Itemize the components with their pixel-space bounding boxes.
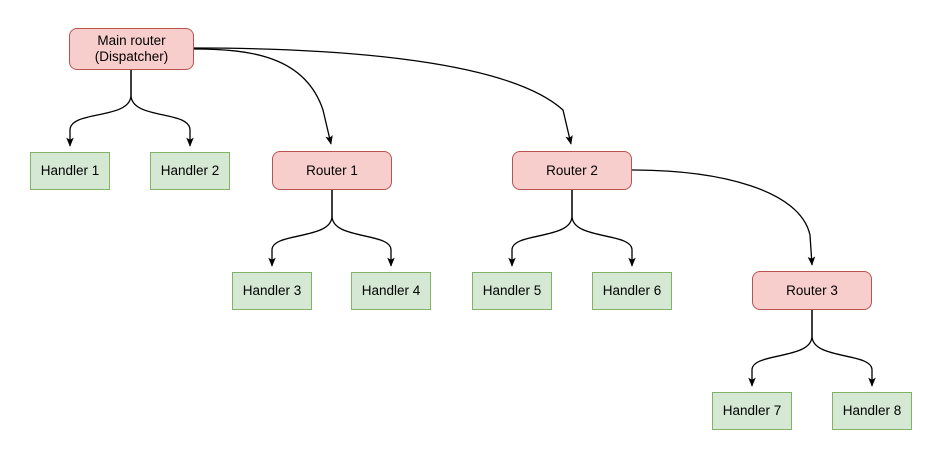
node-main-router[interactable]: Main router (Dispatcher) [69,28,194,70]
node-handler-1[interactable]: Handler 1 [30,152,110,190]
node-router-1[interactable]: Router 1 [272,151,392,190]
node-label-handler-1: Handler 1 [40,163,100,179]
node-handler-6[interactable]: Handler 6 [592,272,672,310]
node-handler-5[interactable]: Handler 5 [472,272,552,310]
node-handler-3[interactable]: Handler 3 [232,272,312,310]
node-handler-2[interactable]: Handler 2 [150,152,230,190]
edge-router-1-to-handler-3 [268,190,333,267]
node-label-router-3: Router 3 [786,282,838,298]
node-label-handler-5: Handler 5 [482,283,542,299]
node-label-router-2: Router 2 [546,162,598,178]
node-label-handler-2: Handler 2 [160,163,220,179]
edge-main-router-to-router-1 [193,48,333,145]
edge-router-2-to-router-3 [631,169,816,266]
edge-router-3-to-handler-7 [748,310,813,387]
node-label-main-router: Main router (Dispatcher) [94,33,169,64]
edge-router-2-to-handler-5 [508,190,573,267]
node-label-handler-7: Handler 7 [722,403,782,419]
node-handler-4[interactable]: Handler 4 [351,272,431,310]
edge-main-router-to-handler-2 [130,70,194,147]
edge-router-1-to-handler-4 [331,190,395,267]
node-router-2[interactable]: Router 2 [512,151,632,190]
node-handler-8[interactable]: Handler 8 [832,392,912,430]
edge-main-router-to-handler-1 [66,70,132,147]
node-label-handler-3: Handler 3 [242,283,302,299]
node-label-handler-4: Handler 4 [361,283,421,299]
node-label-router-1: Router 1 [306,162,358,178]
edge-router-3-to-handler-8 [811,310,876,387]
node-label-handler-6: Handler 6 [602,283,662,299]
node-router-3[interactable]: Router 3 [752,271,872,310]
edge-main-router-to-router-2 [193,47,573,145]
node-handler-7[interactable]: Handler 7 [712,392,792,430]
edge-router-2-to-handler-6 [571,190,636,267]
node-label-handler-8: Handler 8 [842,403,902,419]
